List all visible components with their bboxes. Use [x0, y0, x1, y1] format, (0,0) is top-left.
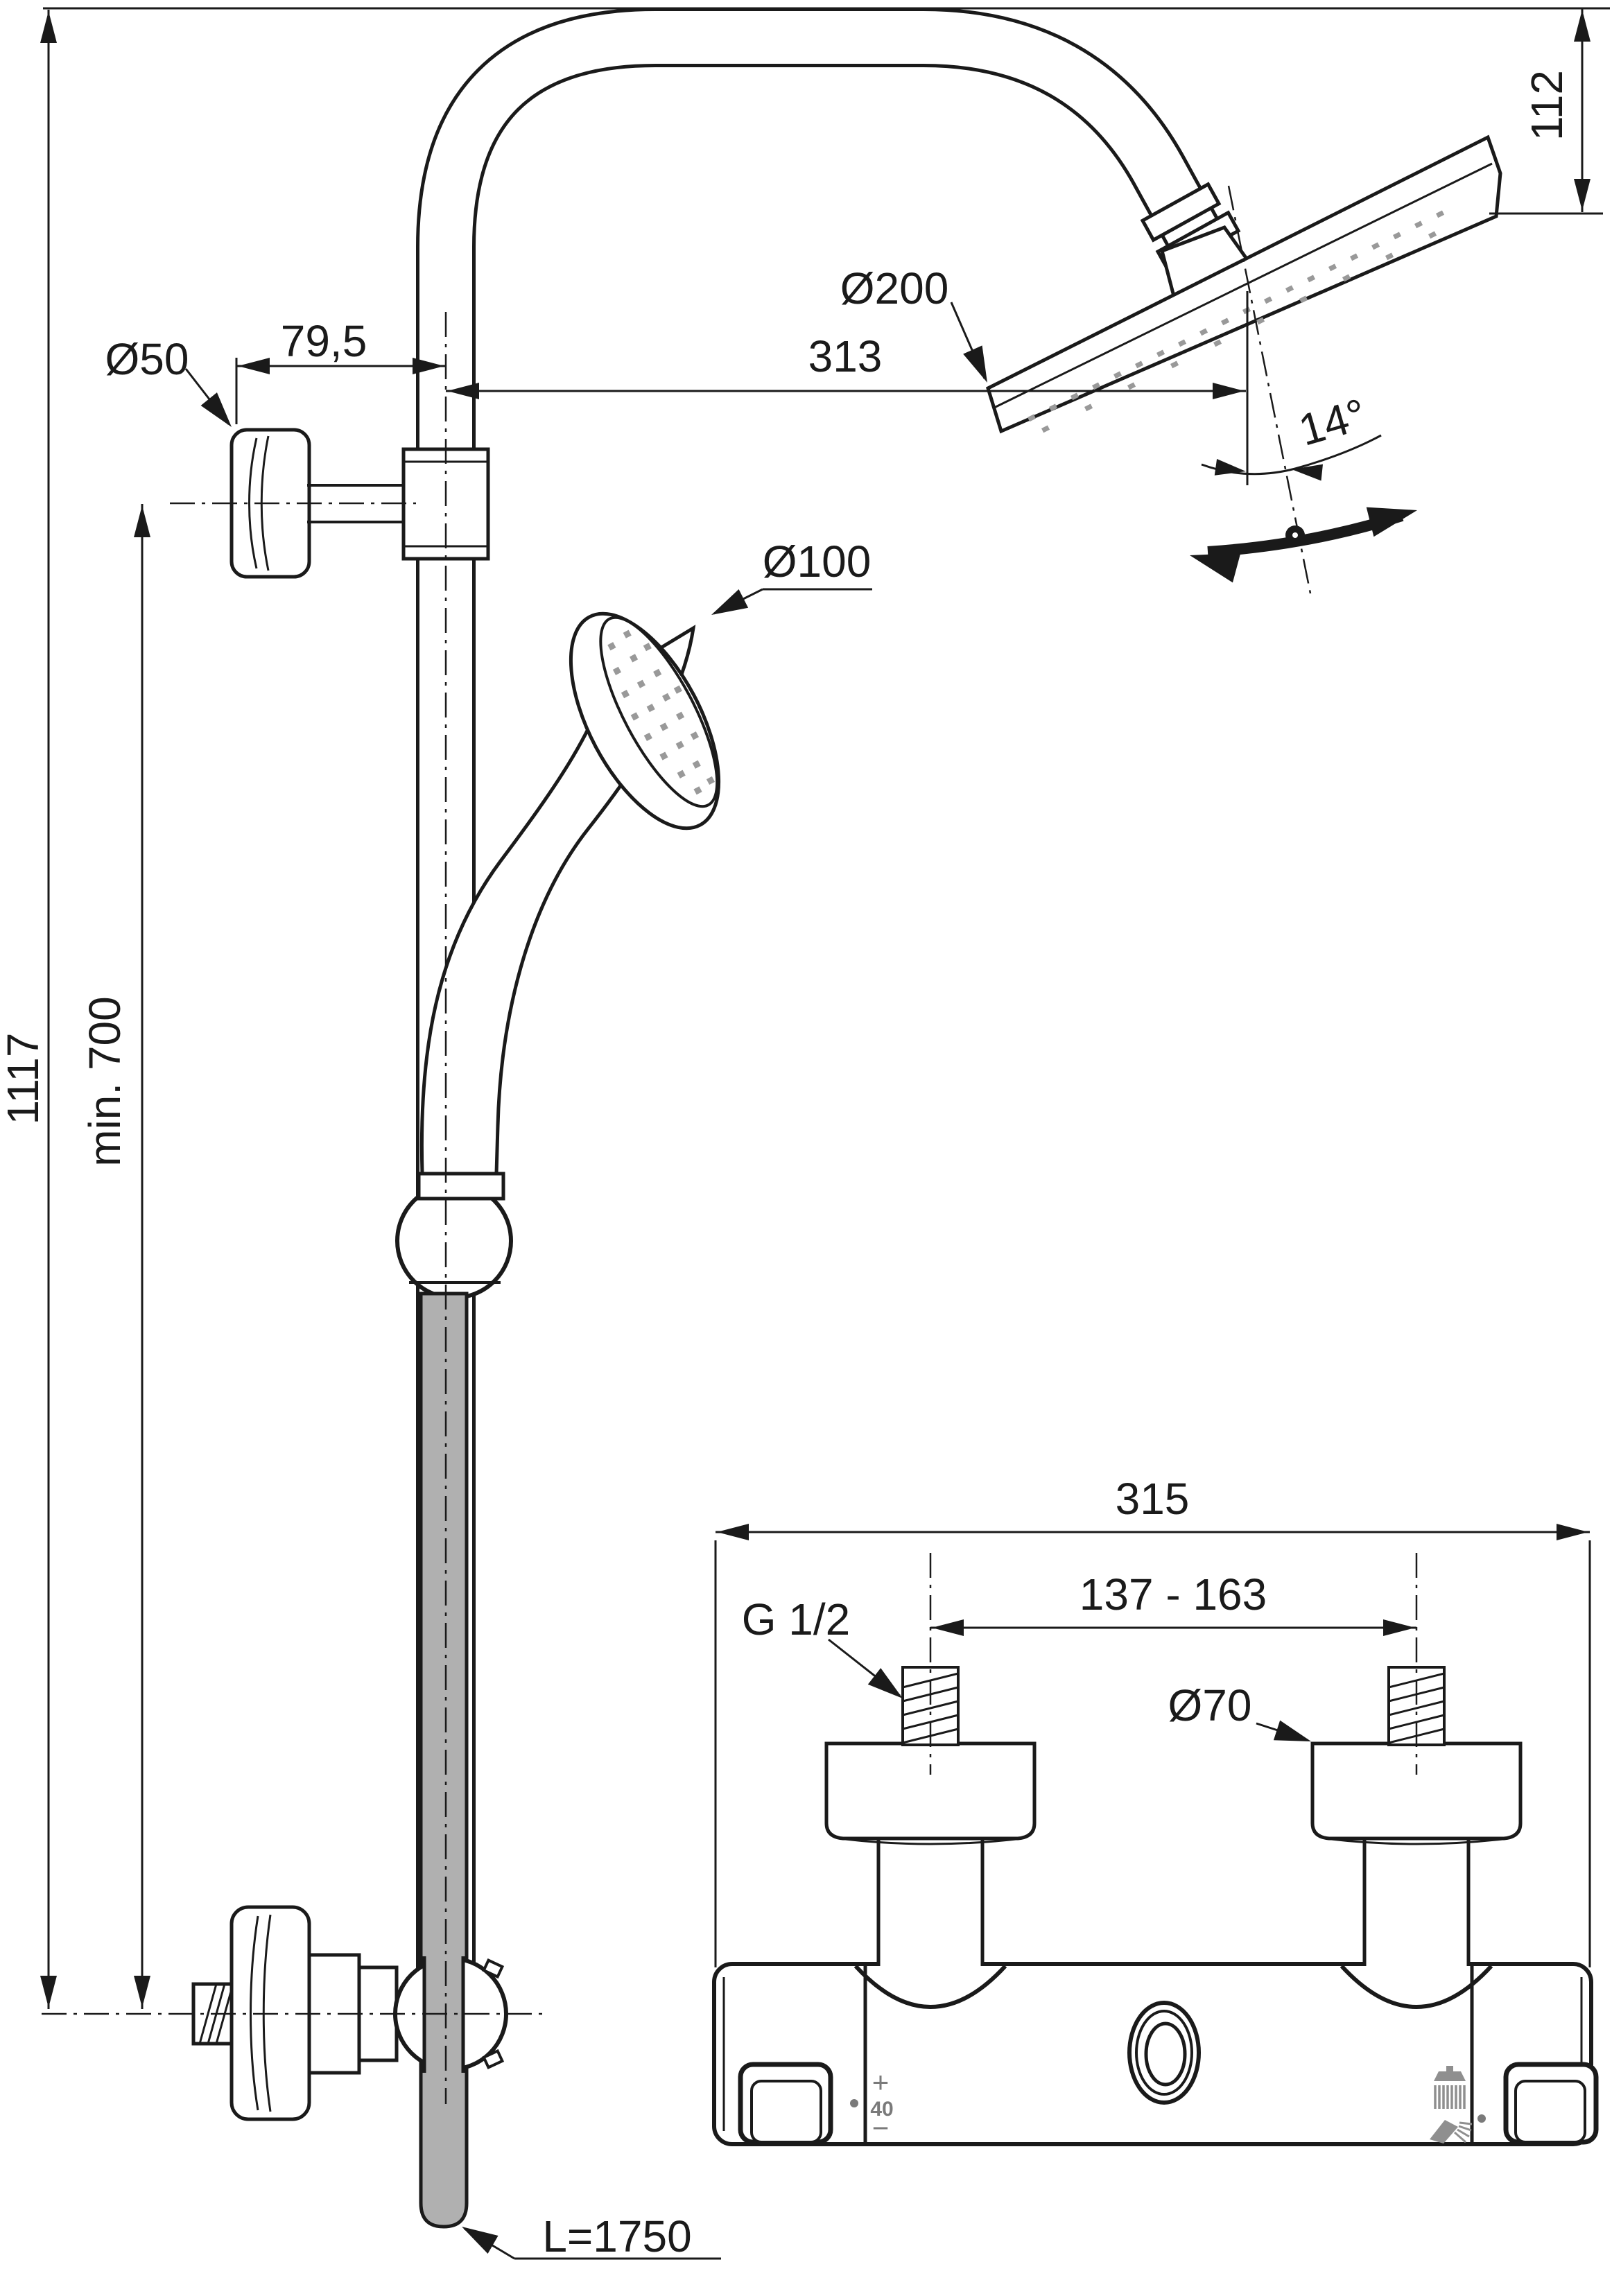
min-height-label: min. 700 — [80, 996, 130, 1166]
rain-head-diameter-label: Ø200 — [840, 263, 949, 313]
inlet-spacing-label: 137 - 163 — [1080, 1569, 1267, 1619]
escutcheon-right — [1310, 1741, 1523, 1841]
bracket-diameter-label: Ø50 — [105, 334, 189, 384]
diverter-dot — [1477, 2114, 1486, 2123]
escutcheon-left — [824, 1741, 1037, 1841]
escutcheon-diameter-label: Ø70 — [1168, 1680, 1252, 1730]
dimension-labels: 79,5 Ø50 Ø200 313 112 14° Ø100 1117 min.… — [0, 70, 1572, 2261]
mixer-detail: + 40 − — [712, 1666, 1599, 2146]
rain-head-nozzles — [1028, 210, 1445, 433]
mixer-handle-right — [1503, 2062, 1599, 2145]
hand-shower-head — [569, 611, 721, 830]
mixer-width-label: 315 — [1116, 1474, 1190, 1524]
rain-head-drop-label: 112 — [1522, 70, 1572, 141]
hose-length-label: L=1750 — [542, 2211, 691, 2261]
temp-minus-label: − — [872, 2112, 890, 2144]
rain-shower-icon — [1434, 2066, 1466, 2109]
head-tilt-axis-line — [1227, 185, 1312, 594]
bracket-offset-label: 79,5 — [281, 316, 367, 366]
riser-pipe — [416, 8, 1230, 1984]
hand-shower-nozzles — [607, 629, 716, 795]
rain-head-reach-label: 313 — [808, 331, 883, 381]
hand-shower — [417, 611, 721, 1201]
mixer-neck-right — [1362, 1832, 1471, 1973]
hand-shower-nut — [417, 1172, 505, 1201]
shower-hose — [419, 1292, 469, 2229]
temp-plus-label: + — [872, 2066, 890, 2098]
rain-shower-head — [985, 134, 1502, 434]
hand-shower-diameter-label: Ø100 — [763, 537, 872, 586]
temp-40-label: 40 — [870, 2098, 893, 2121]
mixer-neck-left — [876, 1832, 985, 1973]
mixer-handle-left — [738, 2062, 833, 2145]
dimension-arrows — [40, 10, 1590, 2254]
total-height-label: 1117 — [0, 1033, 48, 1125]
hand-shower-icon — [1430, 2120, 1473, 2143]
axis-lines — [42, 185, 1418, 2104]
inlet-thread-label: G 1/2 — [742, 1594, 851, 1644]
temperature-markings: + 40 − — [850, 2066, 894, 2144]
outlet-oval — [1127, 2001, 1201, 2105]
swivel-arrow — [1190, 507, 1417, 583]
